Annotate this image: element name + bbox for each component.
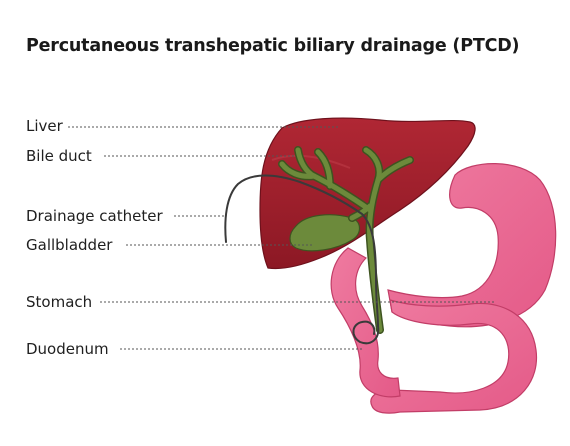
label-gallbladder: Gallbladder <box>26 236 113 254</box>
gallbladder-shape <box>289 214 361 252</box>
bile-duct-tree <box>278 146 414 334</box>
label-bile-duct: Bile duct <box>26 147 92 165</box>
diagram-title: Percutaneous transhepatic biliary draina… <box>26 36 520 56</box>
leader-lines <box>68 126 496 350</box>
label-duodenum: Duodenum <box>26 340 109 358</box>
label-liver: Liver <box>26 117 63 135</box>
drainage-catheter-line <box>224 174 380 345</box>
label-drainage-catheter: Drainage catheter <box>26 207 163 225</box>
label-stomach: Stomach <box>26 293 93 311</box>
